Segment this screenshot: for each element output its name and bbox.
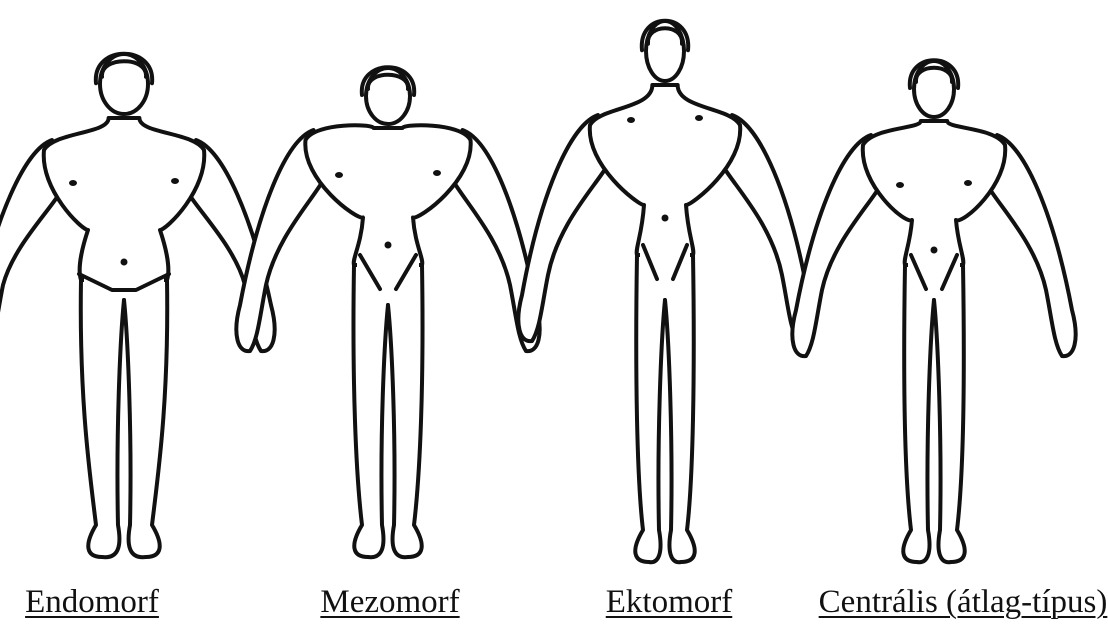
right-leg: [388, 265, 423, 557]
navel: [662, 215, 669, 222]
chest-mark: [335, 172, 343, 178]
torso: [44, 118, 205, 280]
chest-mark: [69, 180, 77, 186]
figure-mezomorf: [236, 67, 539, 557]
figure-ektomorf: [518, 21, 811, 562]
left-leg: [635, 255, 665, 562]
label-centralis: Centrális (átlag-típus): [819, 582, 1108, 622]
left-leg: [81, 280, 124, 557]
body-types-diagram: [0, 0, 1108, 580]
chest-mark: [171, 178, 179, 184]
right-leg: [934, 265, 965, 562]
navel: [121, 259, 128, 266]
figure-endomorf: [0, 54, 275, 557]
label-mezomorf: Mezomorf: [320, 582, 459, 622]
right-leg: [665, 255, 695, 562]
chest-mark: [964, 180, 972, 186]
torso: [863, 121, 1005, 265]
torso: [590, 85, 740, 255]
chest-mark: [896, 182, 904, 188]
navel: [931, 247, 938, 254]
label-endomorf: Endomorf: [25, 582, 159, 622]
chest-mark: [433, 170, 441, 176]
left-leg: [903, 265, 934, 562]
right-leg: [124, 280, 167, 557]
navel: [385, 242, 392, 249]
left-leg: [353, 265, 388, 557]
label-ektomorf: Ektomorf: [606, 582, 732, 622]
chest-mark: [695, 115, 703, 121]
chest-mark: [627, 117, 635, 123]
figure-centralis: [792, 60, 1075, 562]
